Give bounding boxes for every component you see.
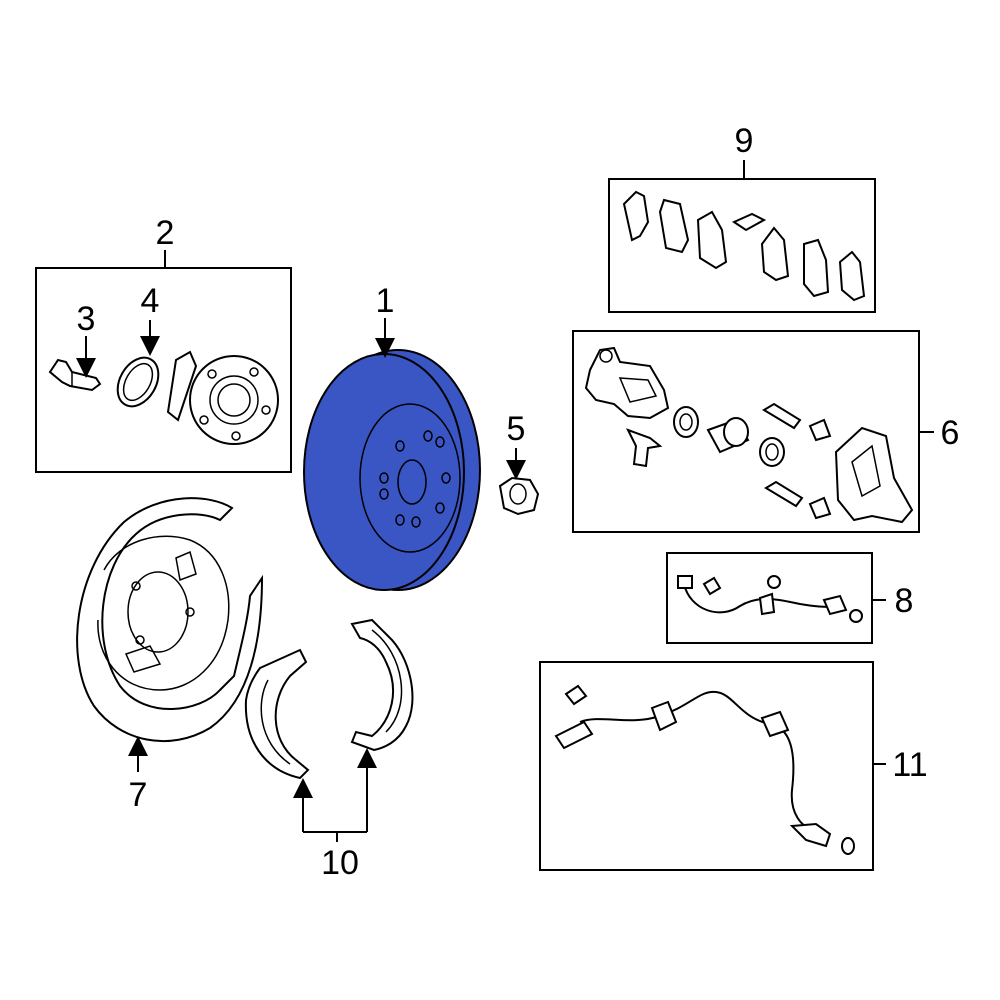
backing-plate-part[interactable]	[76, 497, 264, 742]
hub-assembly-group[interactable]	[35, 250, 292, 473]
callout-3: 3	[77, 300, 96, 338]
brake-pad-kit-group[interactable]	[608, 160, 876, 313]
callout-4: 4	[141, 282, 160, 320]
callout-9: 9	[735, 122, 754, 160]
callout-2: 2	[156, 214, 175, 252]
abs-sensor-group[interactable]	[539, 661, 886, 871]
brake-rotor-part[interactable]	[303, 349, 481, 591]
callout-6: 6	[941, 414, 960, 452]
hub-bolt-part[interactable]	[48, 358, 102, 392]
hub-nut-part[interactable]	[498, 476, 540, 516]
callout-11: 11	[892, 746, 927, 784]
callout-5: 5	[507, 410, 526, 448]
caliper-assembly-group[interactable]	[572, 330, 934, 533]
callout-7: 7	[129, 776, 148, 814]
callout-10: 10	[321, 844, 359, 882]
callout-8: 8	[895, 582, 914, 620]
hub-bearing-part[interactable]	[166, 350, 279, 445]
wear-sensor-group[interactable]	[666, 552, 886, 644]
parking-brake-shoes-part[interactable]	[244, 618, 414, 780]
seal-ring-part[interactable]	[109, 350, 166, 413]
rotor-lug-holes	[379, 430, 451, 528]
callout-1: 1	[376, 282, 395, 320]
